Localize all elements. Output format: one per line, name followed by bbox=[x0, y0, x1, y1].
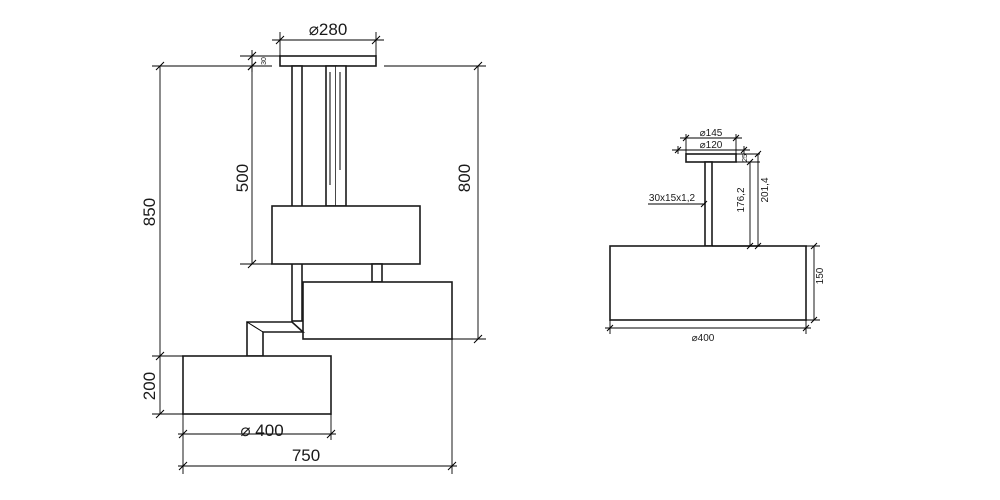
shade bbox=[609, 245, 807, 321]
dim-overall-height: 850 bbox=[140, 198, 159, 226]
upper-shade bbox=[271, 205, 421, 265]
dim-canopy-outer-diameter: ⌀145 bbox=[700, 128, 723, 139]
middle-shade bbox=[302, 281, 453, 340]
connector-rod bbox=[371, 263, 383, 283]
dim-shade-diameter: ⌀ 400 bbox=[240, 421, 283, 440]
dim-canopy-thickness: 25 bbox=[742, 154, 749, 162]
dim-bottom-shade-height: 200 bbox=[140, 372, 159, 400]
tube-profile-label: 30x15x1,2 bbox=[649, 193, 696, 204]
dim-total-drop: 201,4 bbox=[760, 177, 771, 202]
bottom-shade bbox=[182, 355, 332, 415]
canopy-plate bbox=[279, 55, 377, 67]
dim-canopy-height: 30 bbox=[261, 57, 268, 65]
stem-tube bbox=[704, 161, 713, 247]
dim-right-shade-diameter: ⌀400 bbox=[692, 333, 715, 344]
dim-drop-height: 800 bbox=[455, 164, 474, 192]
dim-canopy-inner-diameter: ⌀120 bbox=[700, 140, 723, 151]
dim-canopy-diameter: ⌀280 bbox=[309, 20, 348, 39]
dim-shade-height: 150 bbox=[815, 267, 826, 284]
right-view: ⌀145 ⌀120 25 30x15x1,2 176,2 201,4 150 ⌀… bbox=[605, 128, 826, 344]
left-view: ⌀280 30 500 850 200 800 ⌀ 400 750 bbox=[140, 20, 486, 474]
dim-stem-drop: 176,2 bbox=[736, 187, 747, 212]
extension-lines bbox=[152, 32, 486, 474]
dim-stem-length: 500 bbox=[233, 164, 252, 192]
dim-overall-width: 750 bbox=[292, 446, 320, 465]
hanging-rods bbox=[291, 65, 347, 322]
canopy bbox=[685, 153, 737, 163]
